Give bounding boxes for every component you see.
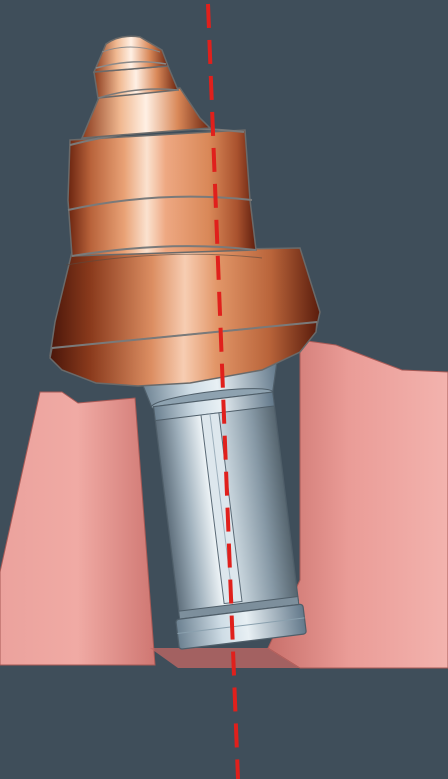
carbide-tip: [94, 36, 168, 72]
body-cylinder: [68, 130, 256, 256]
holder-left-wall: [0, 392, 155, 665]
copper-body: [50, 36, 320, 386]
